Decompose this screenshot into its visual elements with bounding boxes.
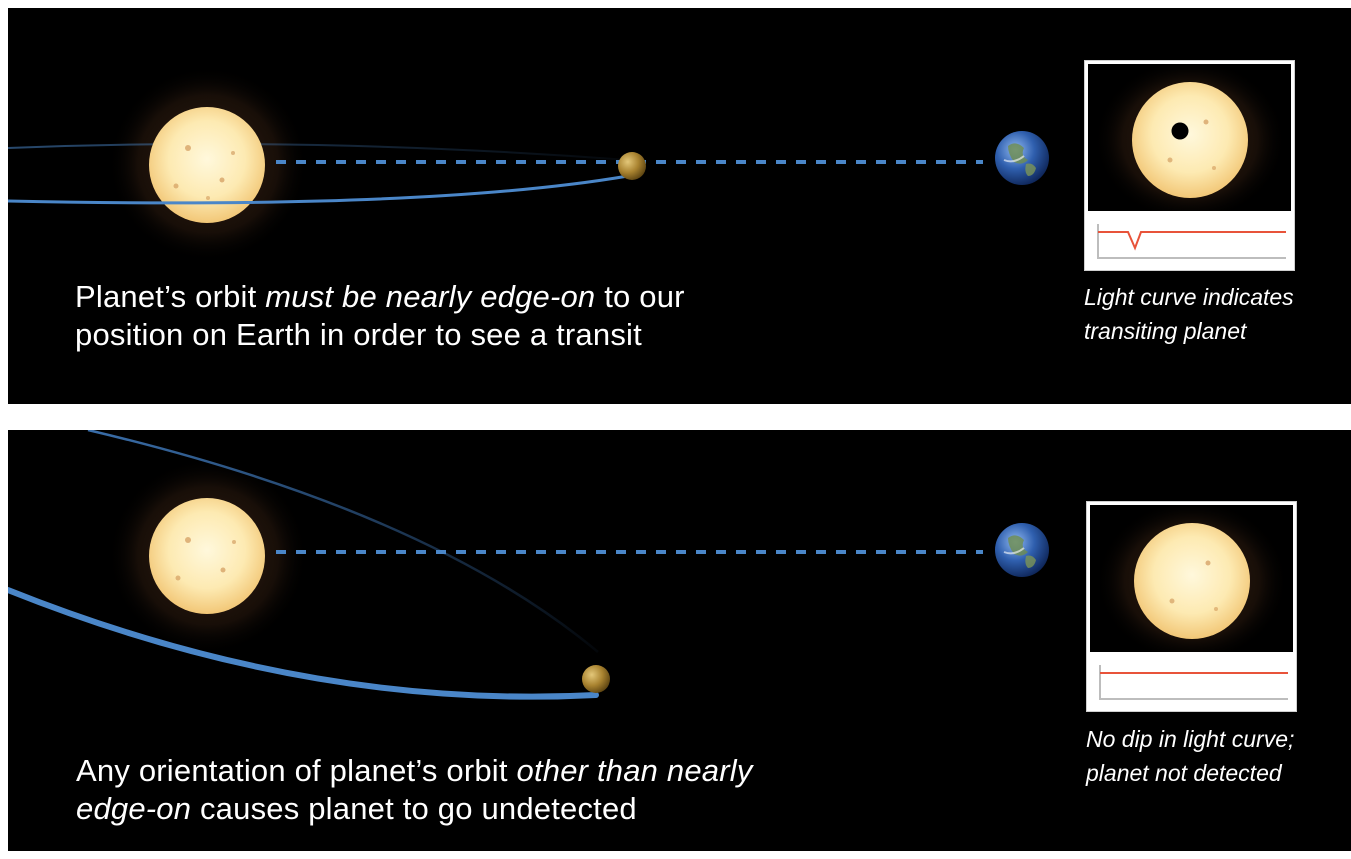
edge-on-orbit-scene xyxy=(8,66,1049,262)
caption-emphasis: must be nearly edge-on xyxy=(265,279,596,314)
caption-emphasis: other than nearly edge-on xyxy=(76,753,753,826)
bottom-panel: Any orientation of planet’s orbit other … xyxy=(8,430,1351,851)
light-curve-chart xyxy=(1097,224,1286,259)
caption-text-start: Planet’s orbit xyxy=(75,279,266,314)
orbit-far-arc xyxy=(8,143,629,161)
no-transit-inset xyxy=(1086,501,1297,712)
light-curve-axes xyxy=(1097,224,1286,259)
light-curve-axes xyxy=(1099,665,1288,700)
earth-icon xyxy=(995,523,1049,577)
star-icon xyxy=(149,107,265,223)
inset-star-scene xyxy=(1096,505,1288,652)
inclined-orbit-scene xyxy=(8,430,1049,700)
light-curve-plot xyxy=(1088,214,1291,266)
orbit-far-arc xyxy=(87,430,599,653)
light-curve-plot xyxy=(1090,655,1293,707)
transit-caption: Planet’s orbit must be nearly edge-on to… xyxy=(75,278,795,354)
earth-icon xyxy=(995,131,1049,185)
caption-text-end: causes planet to go undetected xyxy=(191,791,637,826)
planet-icon xyxy=(618,152,646,180)
inset-star-view xyxy=(1090,505,1293,652)
planet-icon xyxy=(582,665,610,693)
no-transit-note: No dip in light curve; planet not detect… xyxy=(1086,726,1295,786)
light-curve-chart xyxy=(1099,665,1288,700)
transit-inset xyxy=(1084,60,1295,271)
inset-star-icon xyxy=(1132,82,1248,198)
inset-star-icon xyxy=(1134,523,1250,639)
star-icon xyxy=(149,498,265,614)
no-transit-caption: Any orientation of planet’s orbit other … xyxy=(76,752,836,828)
orbit-near-arc xyxy=(8,587,599,700)
caption-text-start: Any orientation of planet’s orbit xyxy=(76,753,517,788)
top-panel: Planet’s orbit must be nearly edge-on to… xyxy=(8,8,1351,404)
orbit-near-arc xyxy=(8,174,629,205)
light-curve-with-dip xyxy=(1098,231,1286,251)
transiting-planet-shadow xyxy=(1171,122,1189,140)
caption-text-end: to our position on Earth in order to see… xyxy=(75,279,685,352)
inset-star-scene xyxy=(1094,64,1286,211)
inset-star-view xyxy=(1088,64,1291,211)
transit-note: Light curve indicates transiting planet xyxy=(1084,284,1294,344)
